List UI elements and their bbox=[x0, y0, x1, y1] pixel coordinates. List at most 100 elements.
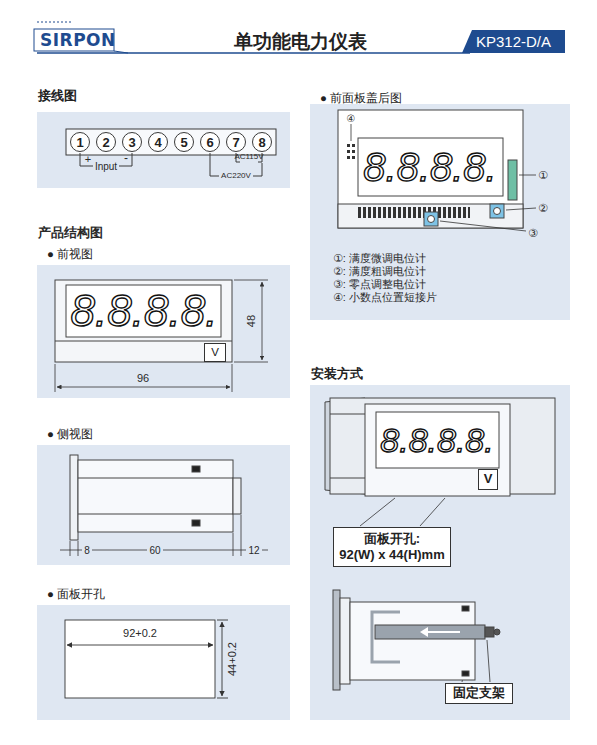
label-box: 固定支架 bbox=[445, 683, 513, 704]
terminal-number: 1 bbox=[76, 135, 83, 150]
label-box: 面板开孔:92(W) x 44(H)mm bbox=[333, 527, 451, 567]
terminal-strip bbox=[118, 153, 132, 166]
panel-cutout bbox=[222, 622, 223, 696]
plain-label: ① bbox=[538, 169, 548, 181]
dimension-line bbox=[233, 533, 234, 556]
dimension-line bbox=[232, 364, 233, 392]
shorting-pins bbox=[347, 156, 350, 159]
plain-label: AC220V bbox=[219, 172, 253, 181]
brand-logo: SIRPON bbox=[40, 31, 116, 50]
dimension-line bbox=[55, 280, 268, 392]
side-view-meter bbox=[192, 466, 200, 472]
shorting-pins bbox=[352, 150, 355, 153]
header-rule bbox=[114, 51, 128, 53]
circuit-board bbox=[424, 212, 438, 226]
circuit-board bbox=[494, 208, 501, 215]
terminal-number: 8 bbox=[258, 135, 265, 150]
header-rule bbox=[34, 22, 470, 53]
node-text: ● 前视图 bbox=[47, 248, 93, 260]
leader-line bbox=[487, 640, 490, 682]
node-text: 固定支架 bbox=[453, 685, 505, 701]
node-text: 面板开孔: bbox=[364, 531, 420, 547]
terminal-circle: 3 bbox=[122, 132, 142, 152]
side-view-meter bbox=[233, 478, 241, 514]
circuit-board bbox=[358, 207, 470, 219]
circuit-board bbox=[428, 216, 435, 223]
plain-label: ②: 满度粗调电位计 bbox=[333, 265, 426, 277]
header-rule bbox=[37, 52, 470, 54]
plain-label: 8 bbox=[82, 545, 92, 556]
terminal-circle: 1 bbox=[70, 132, 90, 152]
node-text: ● 前面板盖后图 bbox=[320, 92, 402, 104]
panel-cutout bbox=[65, 620, 215, 698]
page-title: 单功能电力仪表 bbox=[234, 32, 367, 53]
leader-line bbox=[440, 221, 526, 231]
plain-label: + bbox=[85, 153, 91, 165]
plain-label: 96 bbox=[137, 372, 149, 384]
terminal-number: 3 bbox=[128, 135, 135, 150]
front-view-meter bbox=[66, 285, 221, 337]
plain-label: 44+0.2 bbox=[226, 642, 238, 676]
mounting-section bbox=[462, 671, 469, 676]
circuit-board bbox=[338, 110, 523, 228]
leader-line bbox=[351, 124, 536, 231]
node-text: 接线图 bbox=[38, 88, 77, 103]
terminal-circle: 4 bbox=[148, 132, 168, 152]
plain-label: 产品结构图 bbox=[38, 226, 103, 240]
node-text: 92(W) x 44(H)mm bbox=[339, 547, 444, 563]
view-panel: ● 面板开孔 bbox=[37, 584, 290, 720]
dimension-line bbox=[70, 541, 71, 556]
label-box: V bbox=[204, 343, 226, 362]
shorting-pins bbox=[347, 144, 355, 159]
panel-ground bbox=[37, 605, 290, 720]
plain-label: ② bbox=[538, 202, 548, 214]
node-text: V bbox=[484, 471, 493, 487]
terminal-circle: 5 bbox=[174, 132, 194, 152]
panel-cutout bbox=[65, 620, 228, 698]
mounting-section bbox=[485, 627, 494, 637]
side-view-meter bbox=[78, 514, 233, 515]
led-digits: 8.8.8.8. bbox=[380, 422, 493, 459]
dimension-line bbox=[234, 362, 268, 363]
mounting-section bbox=[462, 606, 469, 611]
panel-ground bbox=[37, 112, 290, 188]
plain-label: AC115V bbox=[234, 153, 263, 162]
terminal-number: 6 bbox=[206, 135, 213, 150]
model-tab: KP312-D/A bbox=[462, 30, 565, 53]
circuit-board bbox=[508, 160, 517, 200]
shorting-pins bbox=[352, 144, 355, 147]
plain-label: ①: 满度微调电位计 bbox=[333, 252, 426, 264]
terminal-circle: 6 bbox=[200, 132, 220, 152]
leader-line bbox=[519, 175, 536, 176]
side-view-meter bbox=[70, 455, 78, 540]
mounting-section bbox=[350, 602, 475, 680]
shorting-pins bbox=[352, 156, 355, 159]
mounting-section bbox=[333, 590, 500, 690]
plain-label: ③ bbox=[528, 227, 538, 239]
panel-cutout bbox=[67, 645, 213, 646]
mounting-section bbox=[375, 625, 485, 639]
shorting-pins bbox=[347, 150, 350, 153]
plain-label: 92+0.2 bbox=[123, 627, 157, 639]
side-view-meter bbox=[192, 520, 200, 526]
mounting-section bbox=[420, 627, 428, 637]
node-text: V bbox=[211, 345, 219, 359]
terminal-number: 5 bbox=[180, 135, 187, 150]
section-panel: 安装方式V面板开孔:92(W) x 44(H)mm固定支架 bbox=[310, 364, 570, 720]
plain-label: ④: 小数点位置短接片 bbox=[333, 291, 437, 303]
led-digits: 8.8.8.8. bbox=[363, 145, 496, 189]
terminal-strip bbox=[66, 129, 276, 155]
panel-ground bbox=[37, 104, 570, 720]
leader-line bbox=[420, 498, 445, 526]
dimension-line bbox=[78, 541, 79, 556]
leader-line bbox=[506, 208, 536, 210]
leader-line bbox=[351, 124, 352, 141]
dimension-line bbox=[60, 515, 268, 556]
install-meter bbox=[365, 404, 510, 496]
terminal-circle: 8 bbox=[252, 132, 272, 152]
dimension-line bbox=[57, 387, 230, 388]
plain-label: ④ bbox=[347, 113, 356, 124]
panel-ground bbox=[37, 265, 290, 398]
mounting-section bbox=[333, 590, 340, 690]
plain-label: 60 bbox=[147, 545, 162, 556]
